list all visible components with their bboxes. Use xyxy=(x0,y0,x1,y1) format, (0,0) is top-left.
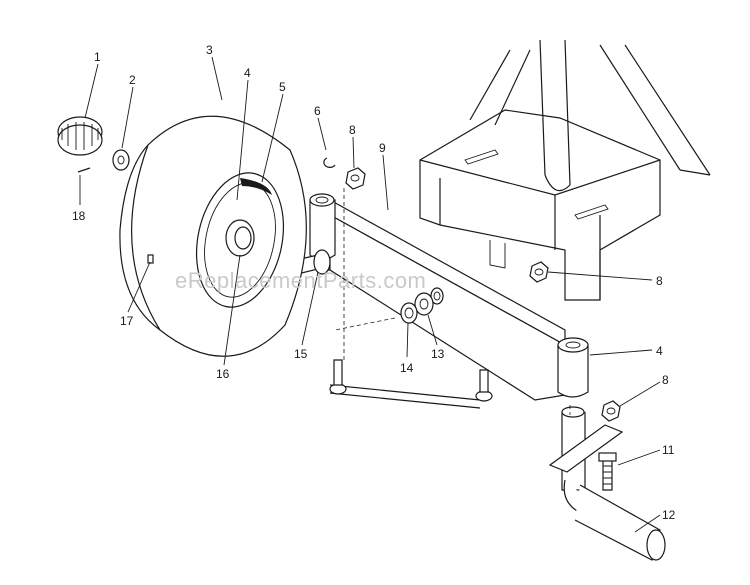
watermark-text: eReplacementParts.com xyxy=(175,268,426,293)
callout-labels: 1 2 3 4 5 6 8 9 18 17 16 15 14 13 8 4 8 … xyxy=(72,43,676,522)
callout-17: 17 xyxy=(120,314,134,328)
washer-2 xyxy=(112,149,130,171)
cotter-pin-18 xyxy=(77,167,91,173)
right-spindle-housing xyxy=(557,337,589,398)
callout-4-top: 4 xyxy=(244,66,251,80)
callout-8-top: 8 xyxy=(349,123,356,137)
callout-12: 12 xyxy=(662,508,676,522)
mower-frame xyxy=(419,39,711,301)
callout-11: 11 xyxy=(662,443,675,457)
callout-15: 15 xyxy=(294,347,308,361)
assembly-guide-lines xyxy=(334,188,571,415)
callout-8-right: 8 xyxy=(656,274,663,288)
e-ring-6 xyxy=(323,157,336,168)
bolt-11 xyxy=(598,452,617,491)
callout-4-right: 4 xyxy=(656,344,663,358)
right-spindle xyxy=(548,406,666,561)
nut-8-right xyxy=(529,261,549,283)
bushing-13 xyxy=(414,292,434,316)
tie-rod xyxy=(329,359,493,409)
callout-9: 9 xyxy=(379,141,386,155)
leader-lines xyxy=(79,56,661,533)
left-spindle-housing xyxy=(309,193,336,261)
nut-8-lower xyxy=(601,400,621,422)
wheel-tire xyxy=(119,115,307,357)
callout-1: 1 xyxy=(94,50,101,64)
callout-18: 18 xyxy=(72,209,86,223)
callout-8-lower: 8 xyxy=(662,373,669,387)
callout-13: 13 xyxy=(431,347,445,361)
hub-cap-1 xyxy=(57,116,103,156)
callout-2: 2 xyxy=(129,73,136,87)
callout-14: 14 xyxy=(400,361,414,375)
callout-16: 16 xyxy=(216,367,230,381)
front-axle-beam xyxy=(317,198,566,401)
callout-6: 6 xyxy=(314,104,321,118)
nut-8-top xyxy=(345,167,366,190)
bushing-14 xyxy=(400,302,418,324)
callout-5: 5 xyxy=(279,80,286,94)
callout-3: 3 xyxy=(206,43,213,57)
